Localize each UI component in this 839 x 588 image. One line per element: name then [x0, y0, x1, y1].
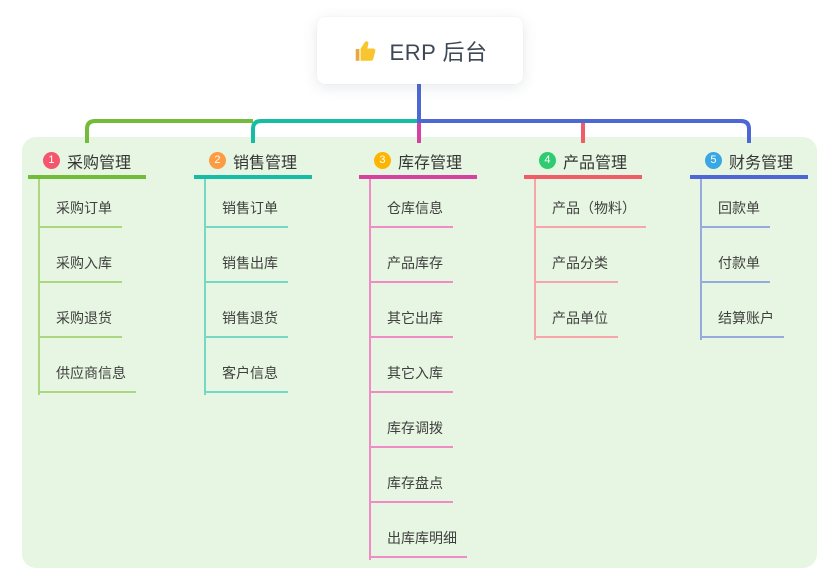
child-node-label[interactable]: 销售订单 [204, 198, 288, 228]
branch-2-header[interactable]: 2 销售管理 [194, 146, 312, 179]
branch-5-label: 财务管理 [728, 154, 793, 172]
branch-4: 4 产品管理 产品（物料） 产品分类 产品单位 [524, 146, 646, 340]
branch-4-spine-line [534, 179, 536, 340]
child-node: 采购订单 [28, 179, 146, 228]
branch-2: 2 销售管理 销售订单 销售出库 销售退货 客户信息 [194, 146, 312, 395]
child-node-label[interactable]: 采购订单 [38, 198, 122, 228]
branch-4-badge: 4 [538, 152, 556, 169]
branch-4-header[interactable]: 4 产品管理 [524, 146, 642, 179]
branch-1-spine-line [38, 179, 40, 395]
child-node-label[interactable]: 销售出库 [204, 253, 288, 283]
branch-2-label: 销售管理 [232, 154, 297, 172]
child-node: 产品库存 [359, 228, 477, 283]
child-node-label[interactable]: 其它出库 [369, 308, 453, 338]
child-node: 供应商信息 [28, 338, 146, 393]
branch-2-children: 销售订单 销售出库 销售退货 客户信息 [194, 179, 312, 393]
branch-5-badge: 5 [704, 152, 722, 169]
child-node: 销售出库 [194, 228, 312, 283]
child-node-label[interactable]: 结算账户 [700, 308, 784, 338]
child-node: 客户信息 [194, 338, 312, 393]
child-node: 采购入库 [28, 228, 146, 283]
branch-5-spine-line [700, 179, 702, 340]
branches-panel [22, 137, 817, 568]
child-node: 出库库明细 [359, 503, 477, 558]
child-node-label[interactable]: 库存调拨 [369, 418, 453, 448]
child-node: 销售退货 [194, 283, 312, 338]
child-node-label[interactable]: 采购退货 [38, 308, 122, 338]
child-node-label[interactable]: 产品分类 [534, 253, 618, 283]
branch-1: 1 采购管理 采购订单 采购入库 采购退货 供应商信息 [28, 146, 146, 395]
branch-5: 5 财务管理 回款单 付款单 结算账户 [690, 146, 808, 340]
child-node-label[interactable]: 仓库信息 [369, 198, 453, 228]
thumbs-up-icon [355, 40, 375, 61]
branch-3-children: 仓库信息 产品库存 其它出库 其它入库 库存调拨 库存盘点 出库库明细 [359, 179, 477, 558]
branch-5-children: 回款单 付款单 结算账户 [690, 179, 808, 338]
branch-1-label: 采购管理 [66, 154, 131, 172]
child-node-label[interactable]: 采购入库 [38, 253, 122, 283]
child-node-label[interactable]: 出库库明细 [369, 528, 467, 558]
child-node: 结算账户 [690, 283, 808, 338]
branch-3-header[interactable]: 3 库存管理 [359, 146, 477, 179]
child-node: 仓库信息 [359, 179, 477, 228]
branch-1-children: 采购订单 采购入库 采购退货 供应商信息 [28, 179, 146, 393]
child-node-label[interactable]: 产品（物料） [534, 198, 646, 228]
child-node: 其它入库 [359, 338, 477, 393]
branch-3-spine-line [369, 179, 371, 560]
branch-2-badge: 2 [208, 152, 226, 169]
child-node-label[interactable]: 销售退货 [204, 308, 288, 338]
child-node-label[interactable]: 客户信息 [204, 363, 288, 393]
branch-3-badge: 3 [373, 152, 391, 169]
child-node: 其它出库 [359, 283, 477, 338]
child-node-label[interactable]: 供应商信息 [38, 363, 136, 393]
branch-3: 3 库存管理 仓库信息 产品库存 其它出库 其它入库 库存调拨 库存盘点 出库库… [359, 146, 477, 560]
branch-1-badge: 1 [42, 152, 60, 169]
child-node: 回款单 [690, 179, 808, 228]
child-node-label[interactable]: 回款单 [700, 198, 770, 228]
child-node-label[interactable]: 其它入库 [369, 363, 453, 393]
branch-5-header[interactable]: 5 财务管理 [690, 146, 808, 179]
branch-3-label: 库存管理 [397, 154, 462, 172]
child-node: 库存调拨 [359, 393, 477, 448]
root-title: ERP 后台 [389, 39, 488, 65]
branch-2-spine-line [204, 179, 206, 395]
child-node-label[interactable]: 库存盘点 [369, 473, 453, 503]
child-node: 销售订单 [194, 179, 312, 228]
child-node: 产品单位 [524, 283, 642, 338]
child-node-label[interactable]: 产品库存 [369, 253, 453, 283]
child-node: 产品分类 [524, 228, 642, 283]
branch-1-header[interactable]: 1 采购管理 [28, 146, 146, 179]
child-node-label[interactable]: 产品单位 [534, 308, 618, 338]
root-node[interactable]: ERP 后台 [317, 17, 523, 84]
branch-4-label: 产品管理 [562, 154, 627, 172]
child-node-label[interactable]: 付款单 [700, 253, 770, 283]
child-node: 库存盘点 [359, 448, 477, 503]
child-node: 采购退货 [28, 283, 146, 338]
child-node: 付款单 [690, 228, 808, 283]
branch-4-children: 产品（物料） 产品分类 产品单位 [524, 179, 646, 338]
child-node: 产品（物料） [524, 179, 646, 228]
